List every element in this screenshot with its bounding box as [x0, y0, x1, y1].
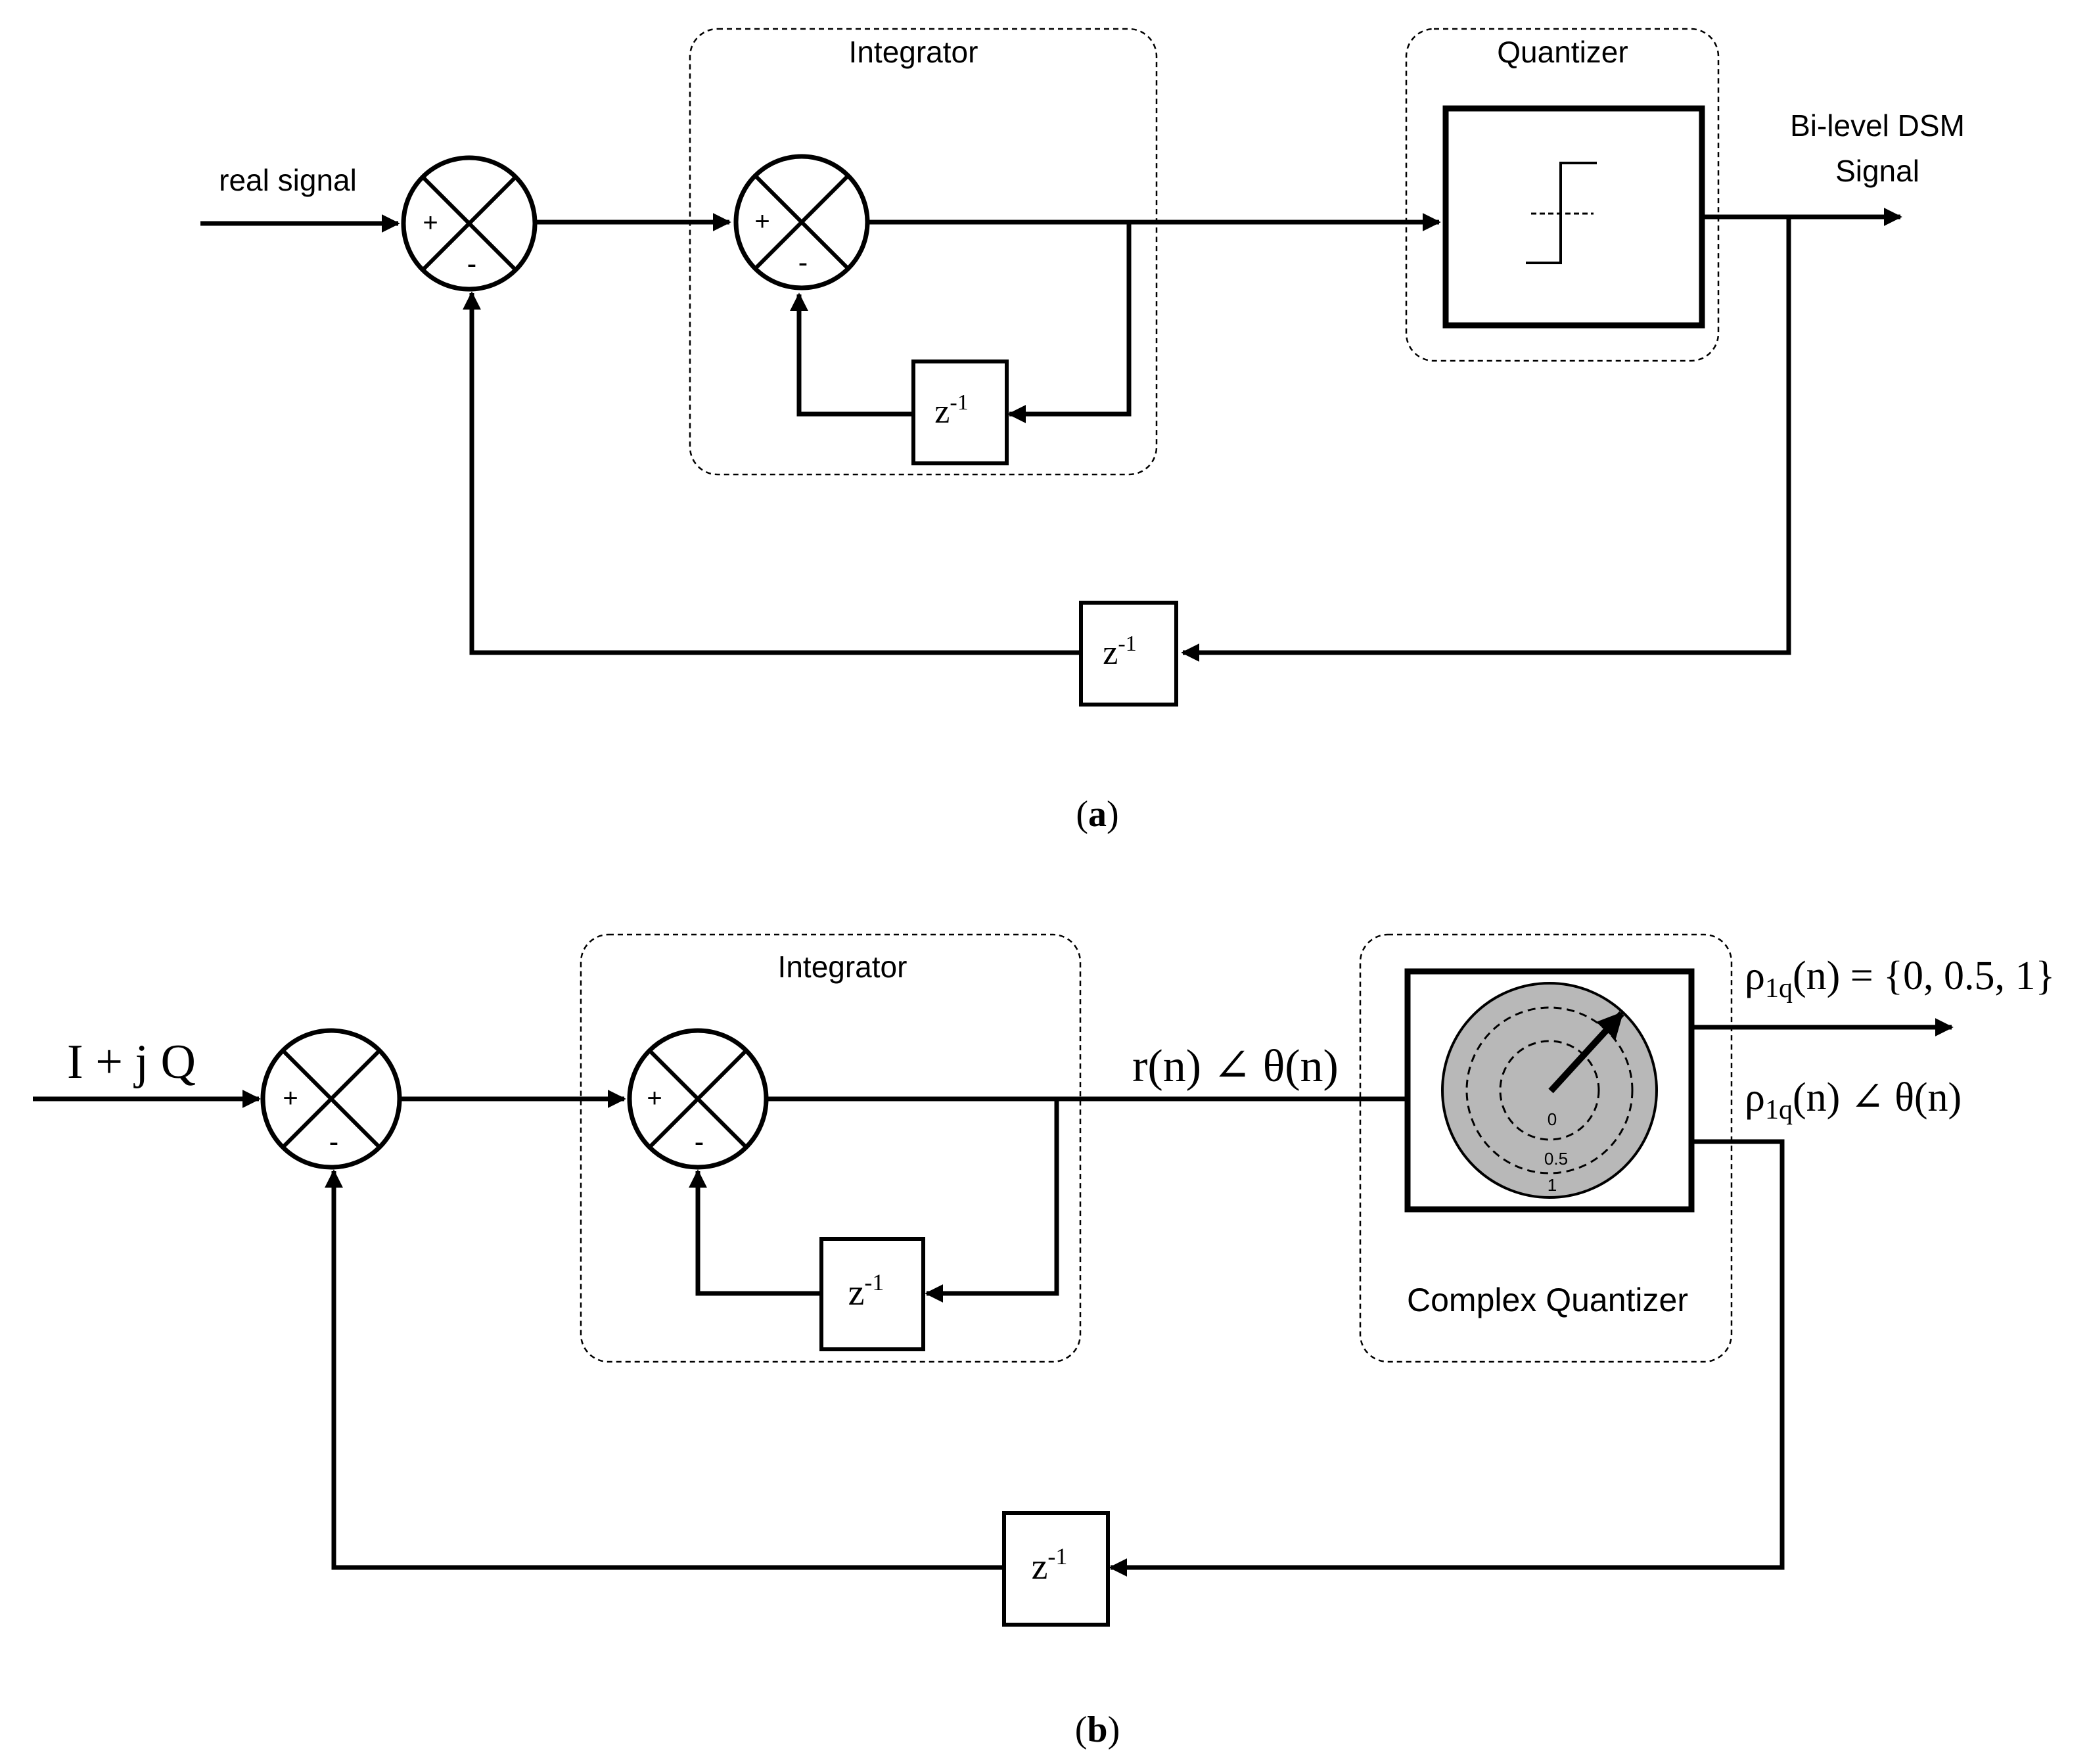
ring-05: [1465, 1006, 1634, 1174]
integrator-group-b: [580, 933, 1082, 1363]
sum-plus-sign: +: [754, 207, 769, 236]
outer-delay-block-b: z-1: [1002, 1511, 1110, 1627]
ring-0: [1499, 1040, 1600, 1141]
phasor-arrow-icon: [1548, 1011, 1624, 1094]
svg-text:z-1: z-1: [848, 1269, 884, 1313]
outer-feedback-wire-b: [1109, 1139, 1785, 1577]
sum-minus-sign: -: [467, 248, 477, 280]
sum-minus-sign: -: [695, 1126, 704, 1158]
ring-label-0: 0: [1548, 1109, 1557, 1129]
sum-plus-sign: +: [423, 208, 438, 237]
output-label-1-b: ρ1q(n) = {0, 0.5, 1}: [1745, 954, 2055, 1004]
panel-a: Integrator Quantizer real signal + - + -: [200, 28, 1965, 835]
quantizer-block-a: [1442, 105, 1705, 329]
input-label-b: I + j Q: [67, 1035, 196, 1089]
outer-delay-output-wire-a: [463, 291, 1081, 655]
caption-b: (b): [1075, 1709, 1120, 1750]
summing-junction-1-a: + -: [401, 155, 538, 292]
summing-junction-1-b: + -: [260, 1028, 402, 1170]
summing-junction-2-a: + -: [733, 154, 870, 290]
integrator-delay-block-b: z-1: [819, 1237, 925, 1351]
output-label-a-line1: Bi-level DSM: [1790, 108, 1965, 143]
quantizer-group-a: [1405, 28, 1720, 362]
quantizer-label-b: Complex Quantizer: [1407, 1282, 1688, 1318]
sum-minus-sign: -: [329, 1126, 339, 1158]
quantizer-group-b: [1359, 933, 1733, 1363]
output-label-2-b: ρ1q(n) ∠ θ(n): [1745, 1075, 1962, 1125]
caption-a: (a): [1076, 794, 1118, 835]
integrator-label-b: Integrator: [778, 950, 907, 984]
sum-plus-sign: +: [283, 1084, 298, 1113]
svg-text:z-1: z-1: [1032, 1543, 1068, 1587]
integrator-label-a: Integrator: [849, 35, 978, 69]
panel-b: Integrator Complex Quantizer I + j Q + -…: [33, 933, 2055, 1750]
integrator-delay-block-a: z-1: [911, 360, 1009, 465]
input-label-a: real signal: [219, 163, 357, 197]
sum-plus-sign: +: [647, 1084, 662, 1113]
complex-quantizer-block-b: 0 0.5 1: [1404, 968, 1695, 1213]
quantizer-label-a: Quantizer: [1497, 35, 1628, 69]
integrator-feedback-wire-a: [1007, 222, 1132, 423]
integrator-delay-output-wire-b: [689, 1169, 821, 1296]
ring-label-05: 0.5: [1544, 1149, 1568, 1169]
sum-minus-sign: -: [798, 246, 808, 279]
mid-signal-label-b: r(n) ∠ θ(n): [1132, 1041, 1339, 1092]
ring-label-1: 1: [1548, 1175, 1557, 1195]
summing-junction-2-b: + -: [627, 1028, 769, 1170]
svg-text:z-1: z-1: [1103, 632, 1136, 672]
svg-text:z-1: z-1: [934, 390, 968, 430]
integrator-feedback-wire-b: [925, 1099, 1059, 1303]
integrator-group-a: [689, 28, 1158, 476]
integrator-delay-output-wire-a: [790, 292, 913, 417]
output-label-a-line2: Signal: [1835, 154, 1919, 188]
outer-delay-output-wire-b: [325, 1169, 1004, 1570]
outer-delay-block-a: z-1: [1079, 601, 1178, 707]
outer-feedback-wire-a: [1181, 217, 1791, 662]
